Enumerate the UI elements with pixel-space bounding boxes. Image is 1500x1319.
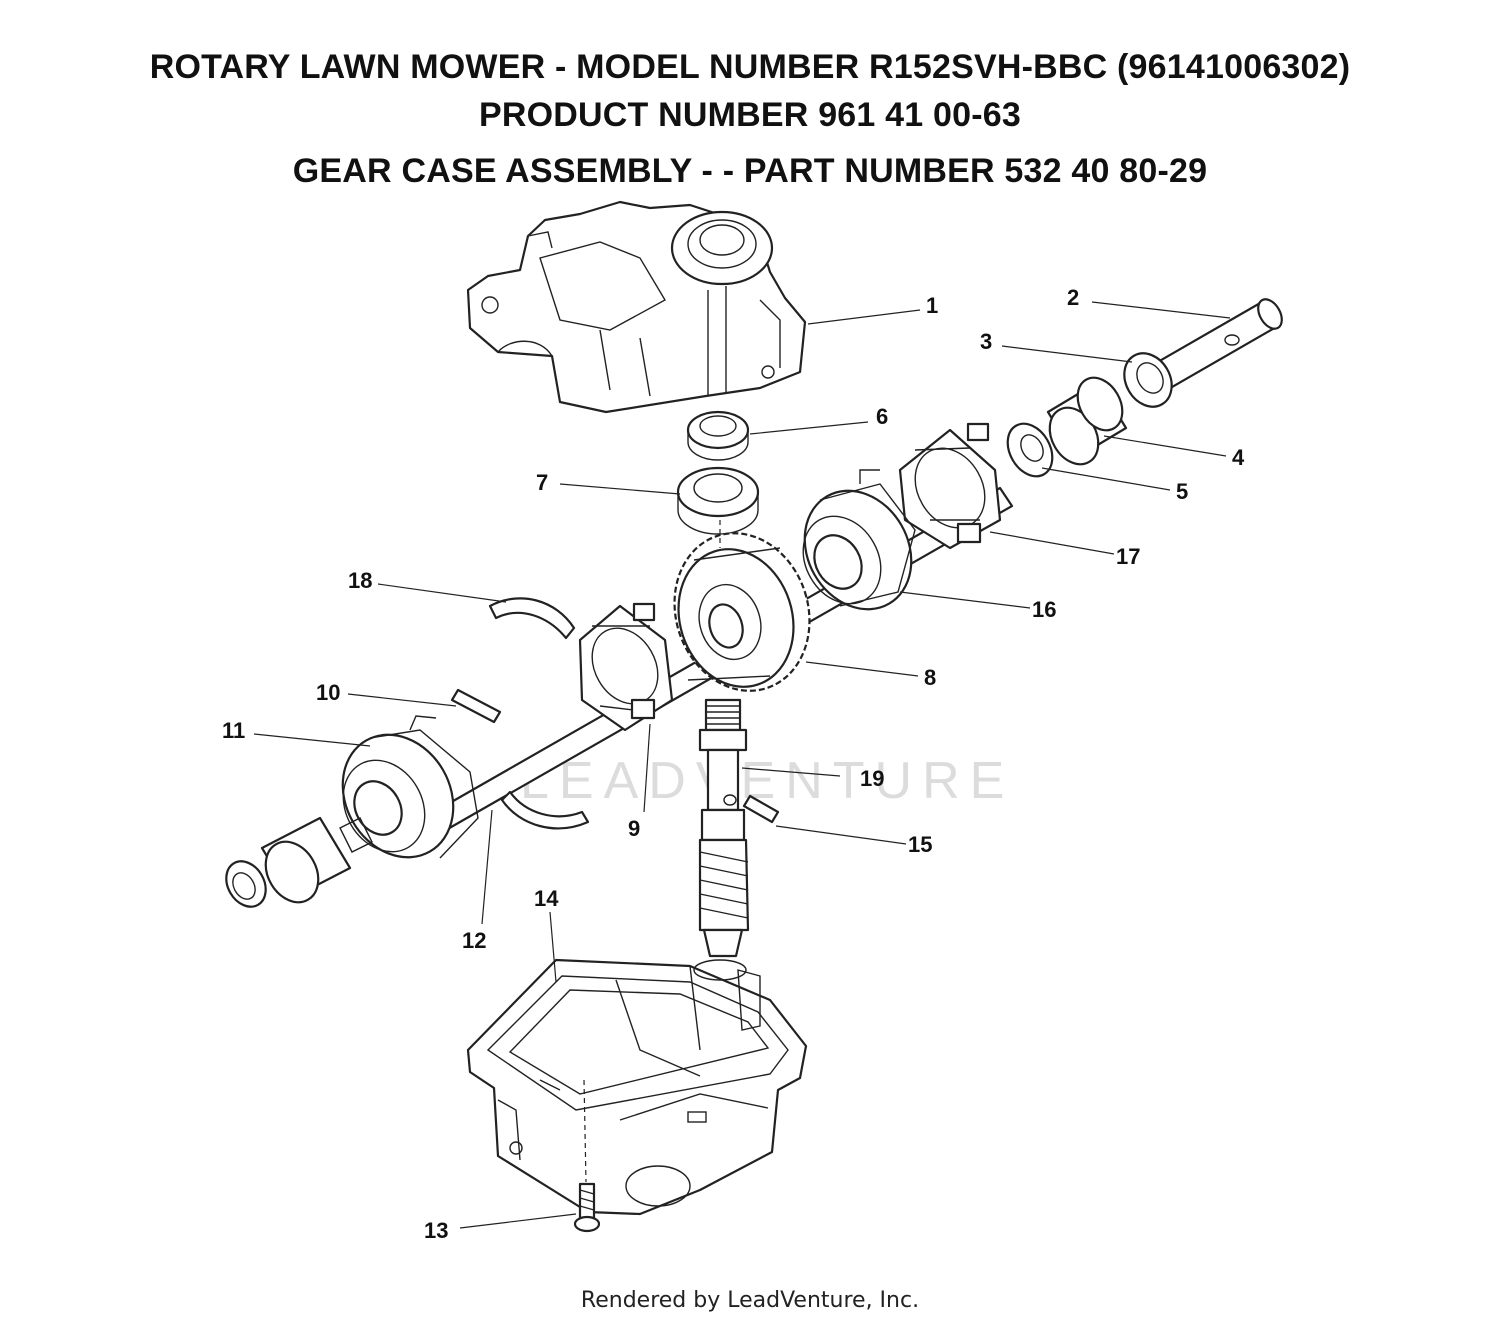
part-ball-bearing-large[interactable]: [676, 466, 760, 535]
part-clutch-drum-left[interactable]: [321, 715, 479, 878]
part-clutch-cam-left[interactable]: [578, 602, 674, 732]
callout-10: 10: [316, 680, 340, 705]
exploded-view-diagram: LEADVENTURE: [218, 200, 1283, 1243]
part-axle-end-left[interactable]: [218, 816, 373, 914]
callout-9: 9: [628, 816, 640, 841]
title-assembly-line: GEAR CASE ASSEMBLY - - PART NUMBER 532 4…: [292, 152, 1208, 190]
title-product-line: PRODUCT NUMBER 961 41 00-63: [478, 96, 1021, 134]
callout-8: 8: [924, 665, 936, 690]
footer-rendered-by: Rendered by LeadVenture, Inc.: [580, 1288, 920, 1313]
callout-16: 16: [1032, 597, 1056, 622]
part-washer[interactable]: [999, 416, 1062, 484]
leader-lines: [253, 301, 1231, 1229]
callout-19: 19: [860, 766, 884, 791]
callout-14: 14: [534, 886, 559, 911]
callout-6: 6: [876, 404, 888, 429]
part-clutch-shoe-lower[interactable]: [500, 790, 590, 830]
part-clutch-drum-right[interactable]: [784, 469, 933, 629]
callout-labels: 1 2 3 4 5 6 7 8 9 10 11 12 13 14 15 16 1…: [222, 285, 1245, 1243]
part-upper-gear-case[interactable]: [466, 200, 807, 414]
part-screw[interactable]: [573, 1182, 601, 1233]
callout-18: 18: [348, 568, 372, 593]
part-pin[interactable]: [742, 794, 780, 824]
callout-13: 13: [424, 1218, 448, 1243]
part-lower-gear-case[interactable]: [466, 958, 808, 1216]
callout-12: 12: [462, 928, 486, 953]
callout-5: 5: [1176, 479, 1188, 504]
callout-2: 2: [1067, 285, 1079, 310]
part-bearing-sleeve[interactable]: [1040, 370, 1131, 473]
callout-17: 17: [1116, 544, 1140, 569]
callout-1: 1: [926, 293, 938, 318]
callout-3: 3: [980, 329, 992, 354]
callout-4: 4: [1232, 445, 1245, 470]
part-thrust-washer[interactable]: [1115, 345, 1181, 415]
title-model-line: ROTARY LAWN MOWER - MODEL NUMBER R152SVH…: [149, 48, 1351, 86]
watermark-text: LEADVENTURE: [520, 752, 1014, 810]
callout-15: 15: [908, 832, 932, 857]
part-roll-pin[interactable]: [450, 688, 502, 724]
part-worm-gear[interactable]: [655, 516, 830, 709]
part-ball-bearing-small[interactable]: [686, 410, 750, 461]
part-input-worm-shaft[interactable]: [698, 698, 750, 958]
callout-7: 7: [536, 470, 548, 495]
callout-11: 11: [222, 718, 245, 743]
part-clutch-shoe-upper[interactable]: [488, 597, 576, 640]
part-clutch-cam-right[interactable]: [898, 422, 1002, 550]
